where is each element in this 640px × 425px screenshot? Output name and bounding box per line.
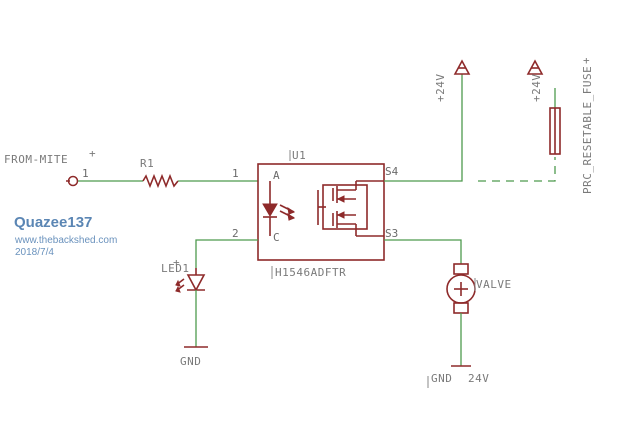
led-triangle-icon [186, 274, 206, 292]
from-mite-plus-mark: + [89, 147, 96, 160]
led-ray-arrow-2 [175, 285, 181, 293]
dashed-fuse-link [478, 157, 556, 182]
u1-pin-s3: S3 [385, 227, 398, 240]
from-mite-connector[interactable]: FROM-MITE + 1 [4, 147, 96, 187]
led1-plus-mark: + [173, 256, 180, 269]
wire-u1-led1 [195, 239, 258, 268]
watermark-date: 2018/7/4 [15, 247, 54, 258]
supply-24v-right: +24V [526, 59, 544, 103]
u1-pin-c: C [273, 231, 280, 244]
resettable-fuse[interactable]: PRC_RESETABLE_FUSE + [549, 54, 594, 194]
u1-pin-a: A [273, 169, 280, 182]
valve-top-terminal [453, 263, 469, 275]
gnd-symbol-left: GND [180, 346, 208, 368]
supply-24v-right-label: +24V [530, 74, 543, 103]
valve-bottom-terminal [453, 302, 469, 314]
fuse-label: PRC_RESETABLE_FUSE [581, 66, 594, 194]
gnd-24v-net-label: 24V [468, 372, 489, 385]
from-mite-label: FROM-MITE [4, 153, 68, 166]
valve-motor[interactable]: VALVE [446, 263, 512, 314]
u1-part-label: H1546ADFTR [275, 266, 346, 279]
gnd-left-label: GND [180, 355, 201, 368]
u1-pin1-number: 1 [232, 167, 239, 180]
r1-label: R1 [140, 157, 154, 170]
fuse-plus-mark: + [583, 54, 590, 67]
valve-label: VALVE [476, 278, 512, 291]
u1-pin-s4: S4 [385, 165, 399, 178]
resistor-r1[interactable]: R1 [140, 157, 179, 189]
led1-label: LED1 [161, 262, 190, 275]
wire-s4-24v [384, 74, 463, 182]
gnd-24v-symbol: GND 24V [427, 365, 489, 388]
resistor-zigzag-icon [142, 173, 179, 189]
u1-mosfet-pair-icon [317, 180, 384, 237]
supply-24v-left: +24V [434, 59, 471, 103]
u1-body [257, 163, 385, 261]
u1-pin2-number: 2 [232, 227, 239, 240]
solid-state-relay-u1[interactable]: U1 H1546ADFTR A C S4 S3 [257, 149, 399, 279]
led1[interactable]: LED1 + [161, 256, 206, 293]
gnd-right-label: GND [431, 372, 452, 385]
supply-24v-left-label: +24V [434, 74, 447, 103]
u1-ref-label: U1 [292, 149, 306, 162]
wire-s3-valve [384, 239, 462, 264]
led-ray-arrow-1 [175, 279, 181, 287]
watermark: Quazee137 www.thebackshed.com 2018/7/4 [14, 214, 117, 258]
watermark-name: Quazee137 [14, 214, 92, 231]
connector-pin-number: 1 [82, 167, 89, 180]
watermark-site: www.thebackshed.com [14, 235, 117, 246]
u1-internal-led-icon [262, 181, 296, 236]
